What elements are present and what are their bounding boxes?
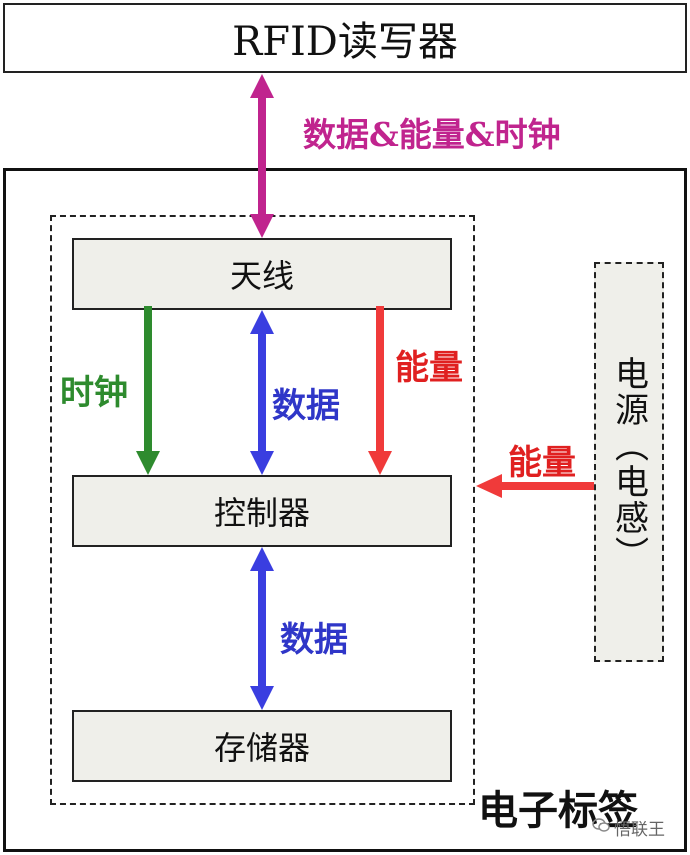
- antenna-label: 天线: [229, 257, 294, 295]
- power-label: 电源（电感）: [608, 356, 649, 572]
- antenna-block: 天线: [72, 238, 452, 310]
- energy-arrow-down: [368, 306, 392, 475]
- data-label-controller-memory: 数据: [280, 620, 348, 660]
- rfid-reader-box: RFID读写器: [3, 3, 687, 73]
- rfid-reader-title: RFID读写器: [232, 19, 458, 65]
- reader-antenna-double-arrow: [250, 74, 274, 238]
- energy-label-power: 能量: [508, 443, 576, 483]
- memory-label: 存储器: [213, 729, 310, 767]
- controller-block: 控制器: [72, 475, 452, 547]
- clock-label: 时钟: [60, 373, 128, 413]
- controller-label: 控制器: [213, 494, 310, 532]
- link-label: 数据&能量&时钟: [303, 115, 561, 154]
- watermark: 悟联王: [592, 815, 665, 840]
- wechat-icon: [592, 817, 610, 838]
- clock-arrow-down: [136, 306, 160, 475]
- energy-label-antenna: 能量: [395, 348, 463, 388]
- data-double-arrow-controller-memory: [250, 547, 274, 710]
- energy-arrow-left-from-power: [476, 474, 594, 498]
- data-double-arrow-antenna-controller: [250, 310, 274, 475]
- memory-block: 存储器: [72, 710, 452, 782]
- watermark-text: 悟联王: [614, 820, 665, 839]
- electronic-tag-title: 电子标签: [478, 787, 638, 834]
- data-label-antenna-controller: 数据: [272, 386, 340, 426]
- power-inductor-box: 电源（电感）: [594, 262, 664, 662]
